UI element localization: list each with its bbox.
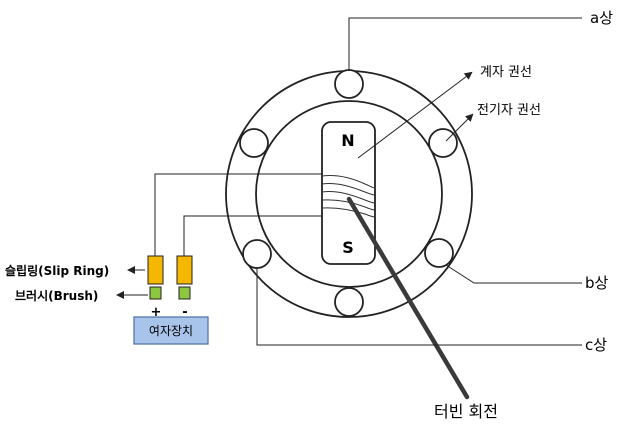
brush-label: 브러시(Brush) bbox=[15, 288, 98, 303]
exciter-label: 여자장치 bbox=[149, 324, 193, 338]
armature-winding-arrow bbox=[357, 71, 473, 159]
turbine-rotation-label: 터빈 회전 bbox=[434, 402, 498, 421]
phase-b-label: b상 bbox=[585, 274, 609, 292]
slip-ring-wire-plus bbox=[154, 173, 322, 256]
rotor-body bbox=[321, 121, 376, 265]
brush-plus bbox=[149, 286, 162, 300]
field-winding-label: 전기자 권선 bbox=[477, 103, 541, 118]
phase-b-lead bbox=[445, 264, 582, 284]
slip-ring-minus bbox=[176, 255, 193, 285]
stator-inner-ring bbox=[255, 100, 443, 288]
north-pole-label: N bbox=[341, 131, 354, 150]
phase-a-lead bbox=[348, 17, 582, 70]
plus-terminal-label: + bbox=[151, 305, 162, 320]
stator-slot-upper-left bbox=[239, 128, 269, 158]
phase-c-lead bbox=[256, 268, 582, 346]
armature-winding-label: 계자 권선 bbox=[480, 65, 532, 80]
exciter-box-border bbox=[133, 316, 209, 345]
phase-c-label: c상 bbox=[585, 336, 607, 354]
slip-ring-wire-minus bbox=[183, 215, 322, 256]
turbine-shaft bbox=[346, 196, 470, 400]
stator-slot-c bbox=[242, 239, 272, 269]
brush-minus bbox=[178, 286, 191, 300]
phase-a-label: a상 bbox=[590, 9, 613, 27]
minus-terminal-label: - bbox=[182, 305, 187, 320]
slip-ring-plus bbox=[147, 255, 164, 285]
field-winding-arrow bbox=[445, 113, 474, 142]
stator-slot-bottom bbox=[334, 287, 364, 317]
exciter-box bbox=[134, 317, 208, 344]
slip-ring-label: 슬립링(Slip Ring) bbox=[5, 263, 109, 278]
stator-slot-b bbox=[424, 238, 454, 268]
stator-slot-upper-right bbox=[428, 128, 458, 158]
stator-slot-a bbox=[334, 69, 364, 99]
rotor-field-coils bbox=[321, 175, 376, 218]
south-pole-label: S bbox=[342, 238, 354, 257]
